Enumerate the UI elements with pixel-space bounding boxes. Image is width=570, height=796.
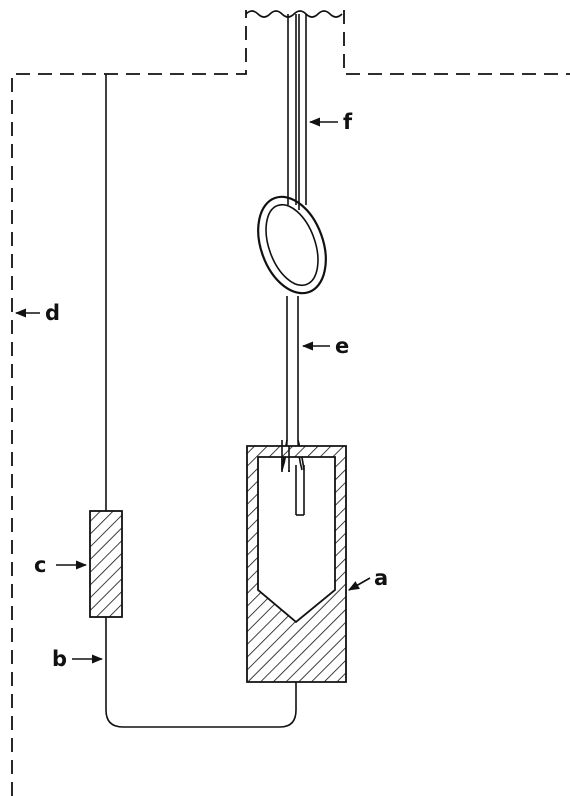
enclosure-d (11, 10, 570, 796)
support-tube-f (287, 14, 307, 210)
label-c: c (34, 553, 46, 577)
suspension-loop (257, 195, 327, 295)
label-f: f (343, 110, 353, 134)
label-arrows (14, 117, 371, 664)
lead-wire-b (105, 74, 297, 728)
label-b: b (52, 647, 67, 671)
fiber-e (281, 296, 305, 516)
label-e: e (335, 334, 349, 358)
label-a: a (374, 566, 388, 590)
crucible-a (246, 445, 347, 683)
label-d: d (45, 301, 60, 325)
hatched-block-c (89, 510, 123, 618)
